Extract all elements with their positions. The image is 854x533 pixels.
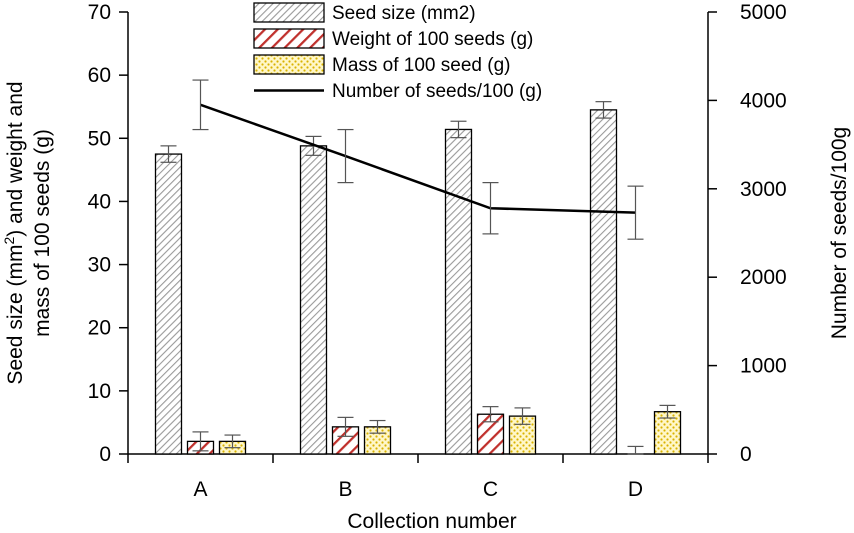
bar <box>589 109 618 455</box>
legend: Seed size (mm2) Weight of 100 seeds (g) Ma… <box>253 2 542 102</box>
left-tick-label: 30 <box>88 254 111 277</box>
x-tick-label: D <box>628 478 643 501</box>
legend-swatch <box>253 2 325 23</box>
line-series-path <box>200 103 636 214</box>
right-tick-label: 5000 <box>740 1 787 24</box>
line-series-layer <box>192 79 644 240</box>
right-tick-label: 0 <box>740 443 752 466</box>
bar <box>653 411 682 455</box>
left-y-axis: 0 10 20 30 40 50 60 70 <box>88 1 129 466</box>
left-tick-label: 20 <box>88 317 111 340</box>
bar <box>154 153 183 455</box>
legend-swatch <box>253 28 325 49</box>
x-axis-title: Collection number <box>347 510 516 533</box>
x-tick-label: C <box>483 478 498 501</box>
right-y-axis: 0 1000 2000 3000 4000 5000 <box>707 1 787 466</box>
bar <box>444 128 473 455</box>
bars-layer <box>154 101 682 455</box>
right-tick-label: 4000 <box>740 89 787 112</box>
right-tick-label: 3000 <box>740 178 787 201</box>
left-y-axis-title: Seed size (mm2) and weight and mass of 1… <box>1 81 54 384</box>
left-y-axis-title-line-1: Seed size (mm2) and weight and <box>1 81 27 384</box>
x-tick-label: A <box>193 478 207 501</box>
legend-label: Seed size (mm2) <box>332 3 476 24</box>
bar <box>299 145 328 455</box>
legend-label: Mass of 100 seed (g) <box>332 55 510 76</box>
left-tick-label: 60 <box>88 64 111 87</box>
left-tick-label: 10 <box>88 380 111 403</box>
right-tick-label: 1000 <box>740 355 787 378</box>
left-tick-label: 40 <box>88 190 111 213</box>
legend-label: Number of seeds/100 (g) <box>332 81 542 102</box>
left-tick-label: 0 <box>99 443 111 466</box>
right-tick-label: 2000 <box>740 266 787 289</box>
x-axis: A B C D <box>127 453 709 501</box>
left-y-axis-title-line-2: mass of 100 seeds (g) <box>31 129 54 337</box>
left-tick-label: 70 <box>88 1 111 24</box>
legend-swatch <box>253 54 325 75</box>
x-tick-label: B <box>338 478 352 501</box>
left-tick-label: 50 <box>88 127 111 150</box>
right-y-axis-title: Number of seeds/100g <box>828 127 851 339</box>
legend-label: Weight of 100 seeds (g) <box>332 29 533 50</box>
